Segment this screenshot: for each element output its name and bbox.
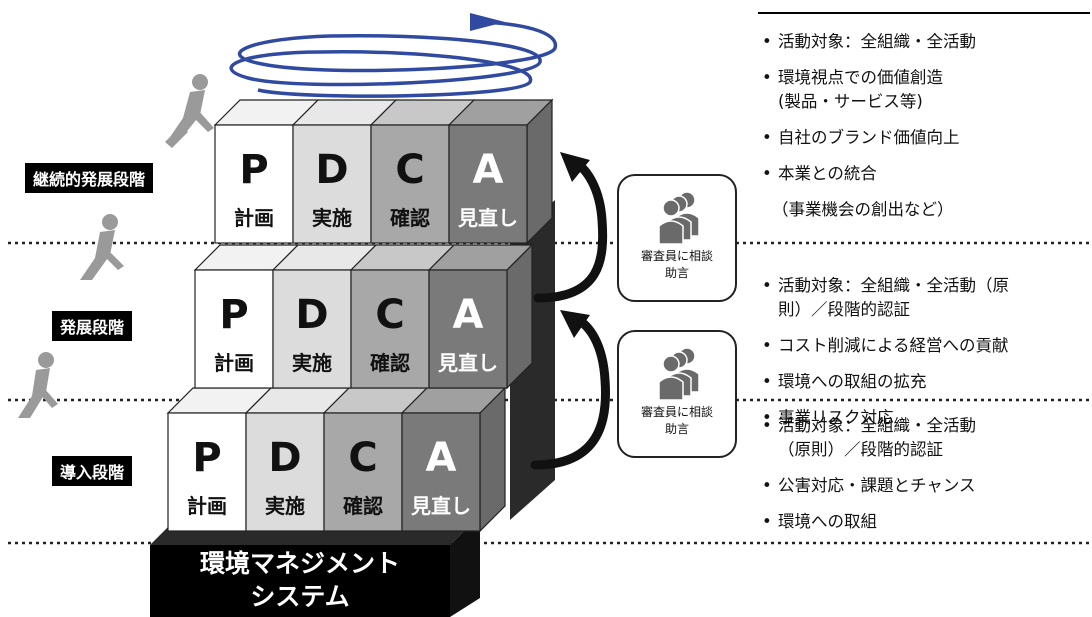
description-item: 環境への取組の拡充	[752, 370, 1009, 394]
block-letter-act: A	[473, 147, 504, 193]
block-word-do: 実施	[265, 494, 305, 518]
block-word-plan: 計画	[234, 206, 274, 230]
top-rule	[758, 12, 1090, 14]
pdca-tier-development: P 計画 D 実施 C 確認 A 見直し	[193, 243, 534, 390]
block-do	[245, 412, 325, 532]
stage-label-continuous: 継続的発展段階	[25, 163, 154, 193]
block-word-act: 見直し	[458, 206, 518, 230]
description-item: 環境視点での価値創造(製品・サービス等)	[752, 66, 976, 114]
consult-label-line1: 審査員に相談	[640, 405, 713, 419]
block-letter-plan: P	[239, 147, 268, 193]
consult-box-upper: 審査員に相談 助言	[617, 174, 737, 302]
block-check	[370, 124, 450, 244]
upward-arrows	[530, 157, 610, 470]
description-item: コスト削減による経営への貢献	[752, 334, 1009, 358]
description-item: 活動対象：全組織・全活動（原則）／段階的認証	[752, 274, 1009, 322]
block-letter-plan: P	[219, 292, 248, 338]
description-item: 活動対象：全組織・全活動	[752, 30, 976, 54]
stage-label-introduction: 導入段階	[52, 456, 133, 486]
pdca-tier-introduction: P 計画 D 実施 C 確認 A 見直し	[166, 386, 507, 533]
block-plan	[167, 412, 247, 532]
block-letter-act: A	[426, 435, 457, 481]
block-check	[323, 412, 403, 532]
block-plan	[194, 269, 274, 389]
block-letter-check: C	[348, 435, 377, 481]
description-continuous: 活動対象：全組織・全活動 環境視点での価値創造(製品・サービス等) 自社のブラン…	[752, 30, 976, 234]
block-word-do: 実施	[292, 351, 332, 375]
block-act	[428, 269, 508, 389]
block-word-plan: 計画	[187, 494, 227, 518]
stage-label-development: 発展段階	[52, 311, 133, 341]
description-item: 活動対象：全組織・全活動（原則）／段階的認証	[752, 414, 976, 462]
people-group-icon	[658, 347, 700, 400]
consult-box-lower: 審査員に相談 助言	[617, 330, 737, 458]
block-letter-check: C	[395, 147, 424, 193]
block-letter-plan: P	[192, 435, 221, 481]
description-item: 本業との統合	[752, 162, 976, 186]
block-act	[401, 412, 481, 532]
block-word-act: 見直し	[438, 351, 498, 375]
runner-icon	[18, 74, 214, 418]
spiral-icon	[229, 13, 558, 98]
description-item: 公害対応・課題とチャンス	[752, 474, 976, 498]
block-plan	[214, 124, 294, 244]
consult-label-line2: 助言	[664, 422, 689, 436]
block-do	[292, 124, 372, 244]
block-word-check: 確認	[370, 351, 410, 375]
consult-label-line2: 助言	[664, 266, 689, 280]
block-do	[272, 269, 352, 389]
block-side-face	[506, 243, 533, 390]
block-act	[448, 124, 528, 244]
arrow-heads	[560, 152, 590, 338]
block-word-act: 見直し	[411, 494, 471, 518]
consult-label-line1: 審査員に相談	[640, 249, 713, 263]
block-letter-act: A	[453, 292, 484, 338]
description-item: 自社のブランド価値向上	[752, 126, 976, 150]
block-side-face	[479, 386, 506, 533]
block-check	[350, 269, 430, 389]
pdca-tier-continuous: P 計画 D 実施 C 確認 A 見直し	[213, 98, 554, 245]
base-label-line2: システム	[250, 582, 350, 611]
people-group-icon	[658, 191, 700, 244]
block-letter-check: C	[375, 292, 404, 338]
block-letter-do: D	[295, 292, 328, 338]
block-word-check: 確認	[343, 494, 383, 518]
block-letter-do: D	[315, 147, 348, 193]
block-side-face	[526, 98, 553, 245]
block-letter-do: D	[268, 435, 301, 481]
description-item: 環境への取組	[752, 510, 976, 534]
base-label: 環境マネジメント システム	[150, 547, 450, 613]
base-label-line1: 環境マネジメント	[199, 549, 400, 578]
block-word-check: 確認	[390, 206, 430, 230]
block-word-do: 実施	[312, 206, 352, 230]
description-item: （事業機会の創出など）	[772, 200, 954, 219]
block-word-plan: 計画	[214, 351, 254, 375]
description-introduction: 活動対象：全組織・全活動（原則）／段階的認証 公害対応・課題とチャンス 環境への…	[752, 414, 976, 546]
